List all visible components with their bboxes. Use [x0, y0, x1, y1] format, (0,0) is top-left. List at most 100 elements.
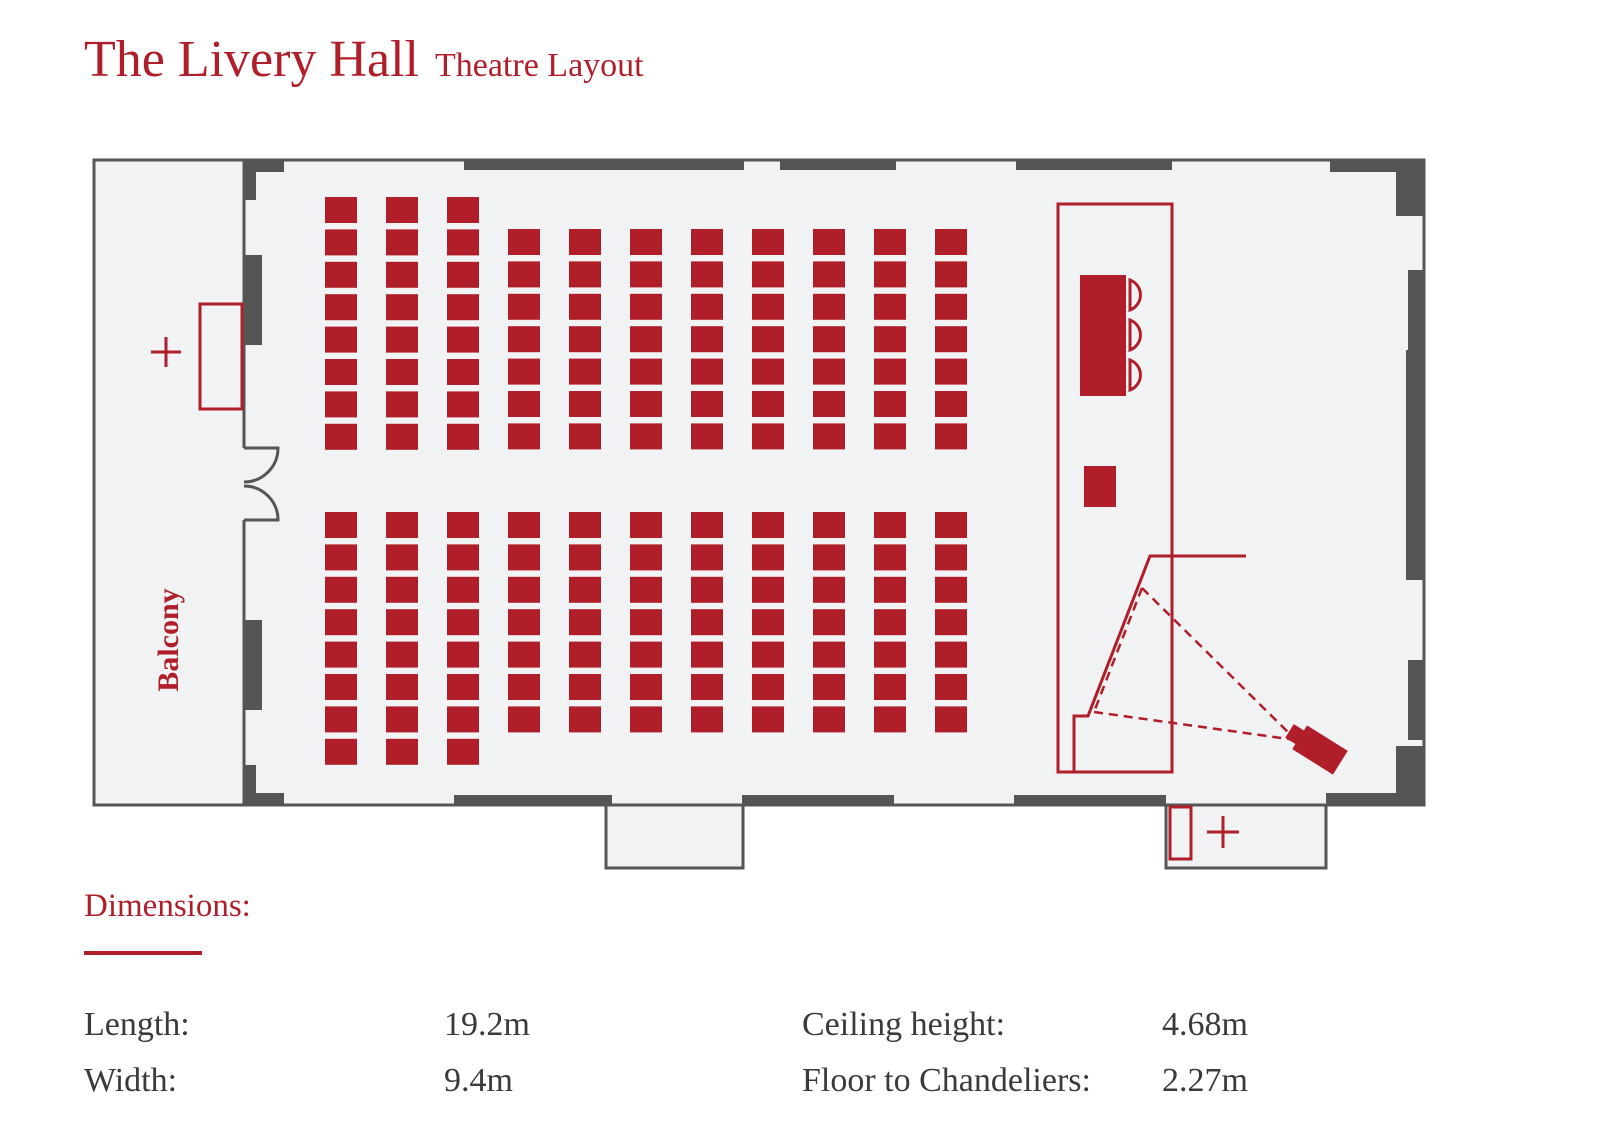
- seat: [874, 706, 906, 733]
- seat: [386, 391, 418, 418]
- seat: [447, 576, 479, 603]
- seat: [874, 576, 906, 603]
- layout-name: Theatre Layout: [434, 47, 644, 84]
- seat: [569, 609, 601, 636]
- ceiling-height-value: 4.68m: [1162, 1006, 1248, 1043]
- seat: [508, 674, 540, 700]
- seat: [447, 706, 479, 733]
- seat: [447, 512, 479, 538]
- seat: [569, 674, 601, 700]
- seat: [691, 423, 723, 450]
- seat: [752, 423, 784, 450]
- seat: [691, 512, 723, 538]
- seat: [935, 544, 967, 571]
- seat: [325, 738, 357, 765]
- seat: [935, 674, 967, 700]
- seat: [691, 576, 723, 603]
- seat: [752, 706, 784, 733]
- seat: [813, 544, 845, 571]
- seat: [691, 293, 723, 320]
- seat: [813, 674, 845, 700]
- seat: [874, 326, 906, 353]
- seat: [752, 544, 784, 571]
- seat: [630, 576, 662, 603]
- seat: [386, 641, 418, 668]
- double-door[interactable]: [238, 446, 280, 522]
- seat: [630, 261, 662, 288]
- dimensions-heading: Dimensions:: [84, 888, 251, 924]
- seat: [935, 358, 967, 385]
- chandeliers-label: Floor to Chandeliers:: [802, 1062, 1091, 1099]
- seat: [447, 261, 479, 288]
- seat: [569, 706, 601, 733]
- width-value: 9.4m: [444, 1062, 513, 1099]
- seat: [630, 229, 662, 255]
- seat: [325, 326, 357, 353]
- seat: [386, 706, 418, 733]
- seat: [325, 512, 357, 538]
- seat: [935, 293, 967, 320]
- seat: [447, 738, 479, 765]
- seat: [752, 229, 784, 255]
- seat: [752, 674, 784, 700]
- seat: [447, 229, 479, 256]
- seat: [569, 391, 601, 417]
- seat: [874, 423, 906, 450]
- seat: [813, 326, 845, 353]
- corner-table: [1168, 805, 1193, 861]
- seat: [813, 706, 845, 733]
- seat: [569, 358, 601, 385]
- seat: [325, 544, 357, 571]
- seat: [447, 359, 479, 385]
- seat: [508, 358, 540, 385]
- seat: [874, 674, 906, 700]
- seat: [508, 576, 540, 603]
- seat: [813, 293, 845, 320]
- seat: [630, 293, 662, 320]
- seat: [508, 609, 540, 636]
- seat: [386, 423, 418, 450]
- seat: [752, 261, 784, 288]
- seat: [447, 609, 479, 636]
- seat: [386, 674, 418, 700]
- length-label: Length:: [84, 1006, 190, 1043]
- seat: [874, 544, 906, 571]
- seat: [325, 674, 357, 700]
- seat: [508, 544, 540, 571]
- seat: [386, 197, 418, 223]
- seat: [386, 229, 418, 256]
- stage: [1056, 202, 1174, 774]
- seat: [508, 706, 540, 733]
- seat: [630, 423, 662, 450]
- seat: [325, 641, 357, 668]
- seat: [752, 326, 784, 353]
- seat: [508, 423, 540, 450]
- seat: [630, 358, 662, 385]
- seat: [325, 229, 357, 256]
- seat: [569, 641, 601, 668]
- seat: [630, 512, 662, 538]
- seat: [874, 358, 906, 385]
- seat: [325, 261, 357, 288]
- seat: [325, 294, 357, 321]
- balcony-table: [198, 302, 244, 411]
- seat: [813, 641, 845, 668]
- seat: [874, 641, 906, 668]
- seat: [569, 512, 601, 538]
- seat: [386, 261, 418, 288]
- seat: [813, 423, 845, 450]
- plus-icon: [1207, 816, 1239, 848]
- seat: [691, 544, 723, 571]
- seat: [569, 423, 601, 450]
- theatre-seating: [325, 197, 967, 765]
- seat: [935, 261, 967, 288]
- seat: [386, 576, 418, 603]
- dimensions-rule: [84, 951, 202, 955]
- seat: [874, 609, 906, 636]
- seat: [386, 544, 418, 571]
- seat: [325, 609, 357, 636]
- seat: [935, 423, 967, 450]
- seat: [630, 609, 662, 636]
- seat: [630, 641, 662, 668]
